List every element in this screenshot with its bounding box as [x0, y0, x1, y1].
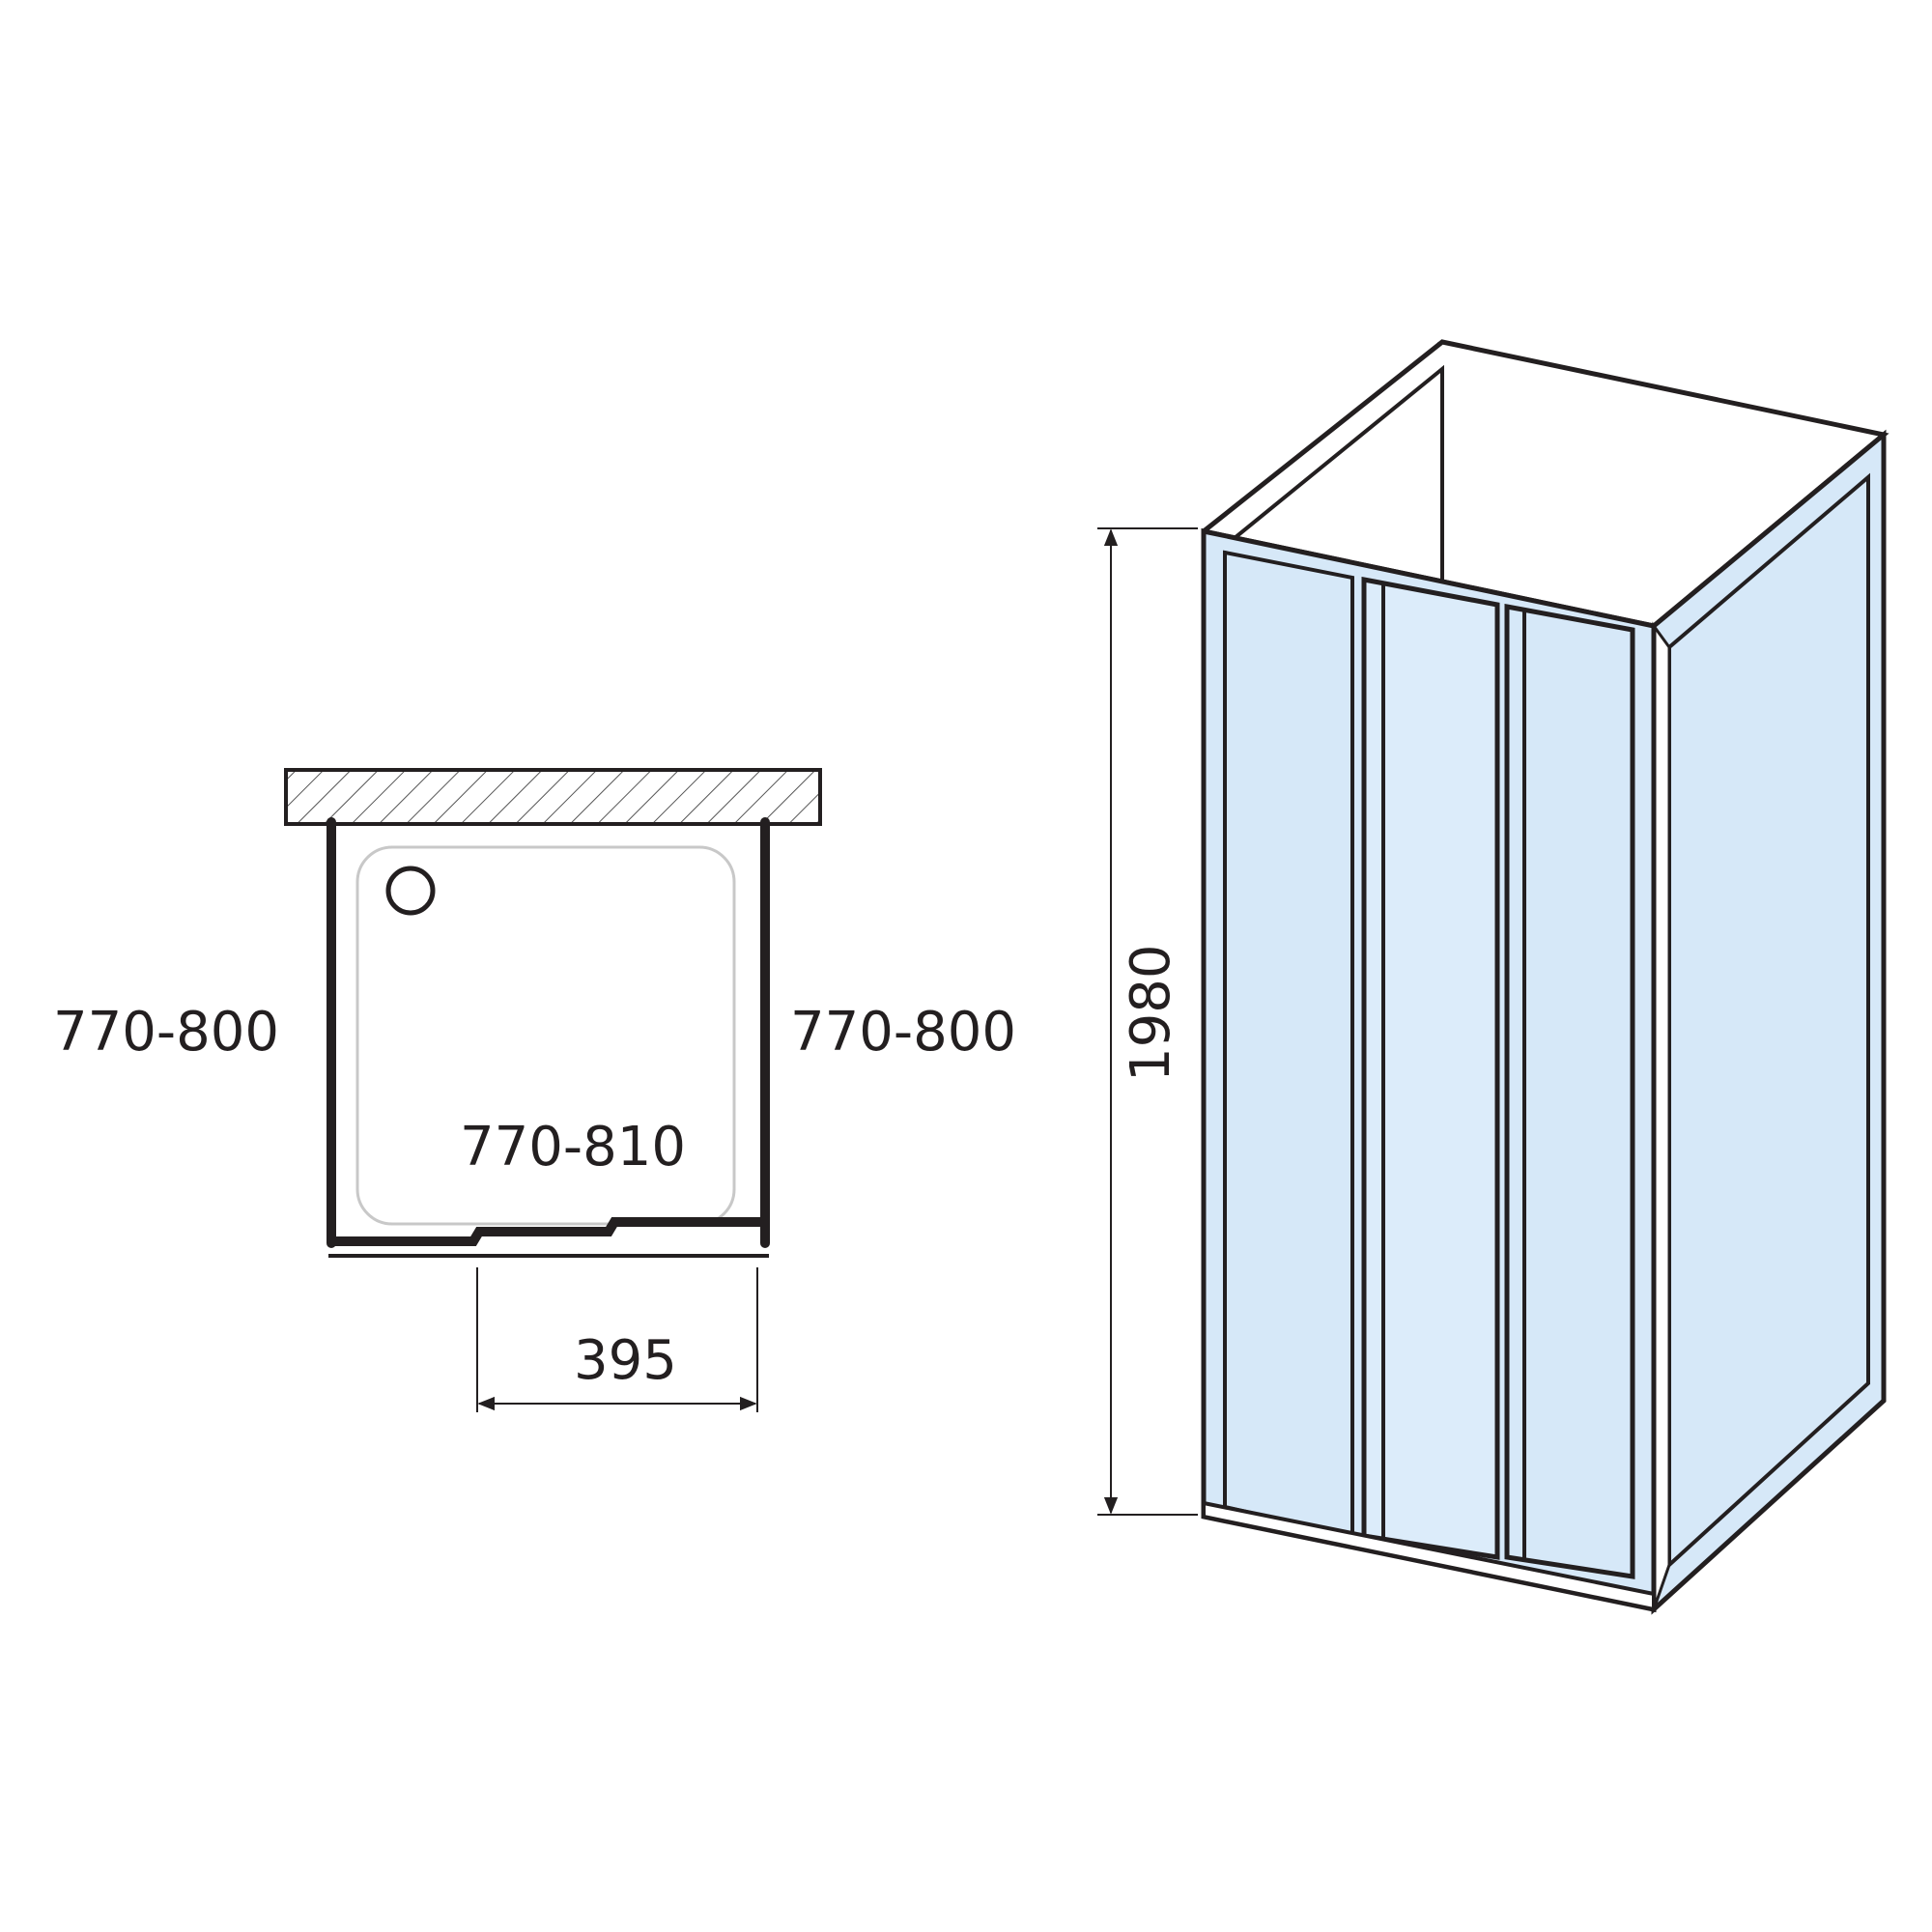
right-side-glass: [1654, 435, 1884, 1609]
bottom-frame: [1202, 1500, 1656, 1612]
sliding-door-right: [1504, 603, 1635, 1579]
height-label: 1980: [1120, 944, 1182, 1082]
sliding-door-profile: [331, 1217, 765, 1246]
wall-hatched: [284, 768, 822, 826]
top-frame: [1204, 342, 1884, 626]
right-depth-label: 770-800: [790, 1001, 1016, 1064]
width-label: 770-810: [460, 1116, 686, 1179]
drain-icon: [385, 866, 436, 916]
plan-view: 770-800 770-800 770-810 395: [53, 768, 1016, 1412]
top-frame-inner-left: [1217, 364, 1444, 580]
front-left-panel: [1223, 550, 1354, 1539]
entry-width-label: 395: [574, 1329, 677, 1392]
shower-tray: [355, 845, 736, 1226]
elevation-view: 1980: [1097, 339, 1889, 1615]
sliding-door-middle: [1361, 576, 1500, 1560]
left-depth-label: 770-800: [53, 1001, 279, 1064]
